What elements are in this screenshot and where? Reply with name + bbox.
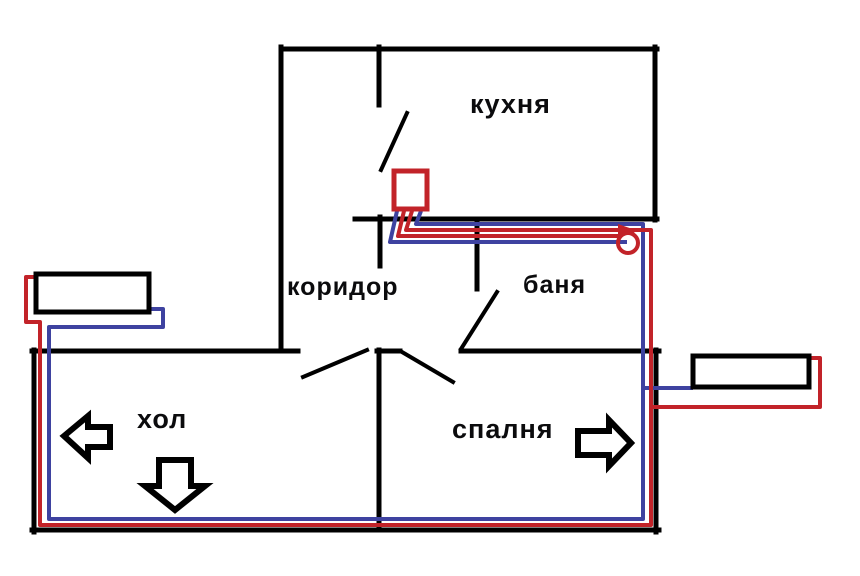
return-pipe-pump-branch xyxy=(388,210,627,244)
door-bath xyxy=(458,289,500,352)
room-label-bath: баня xyxy=(523,271,586,299)
radiator-left xyxy=(33,271,152,315)
direction-arrows xyxy=(59,409,636,514)
supply-pipe-pump-branch xyxy=(396,210,620,238)
supply-pipe-radiator-right-branch xyxy=(651,356,822,409)
return-pipe-main-loop xyxy=(47,210,645,521)
return-pipe-blue xyxy=(47,210,693,521)
door-bedroom xyxy=(399,349,456,385)
room-label-corridor: коридор xyxy=(287,273,399,301)
supply-pipe-main-loop xyxy=(24,210,653,527)
radiator-right xyxy=(690,353,812,390)
room-label-kitchen: кухня xyxy=(470,89,551,119)
circulation-pump-icon xyxy=(616,231,640,255)
arrow-left-icon xyxy=(59,409,113,465)
arrow-down-icon xyxy=(136,457,214,514)
room-label-hall: хол xyxy=(137,404,187,434)
door-hall xyxy=(300,347,370,380)
walls xyxy=(29,44,662,535)
door-kitchen xyxy=(378,110,410,173)
arrow-right-icon xyxy=(575,412,636,474)
room-label-bedroom: спалня xyxy=(452,414,554,444)
boiler-unit xyxy=(391,168,430,212)
